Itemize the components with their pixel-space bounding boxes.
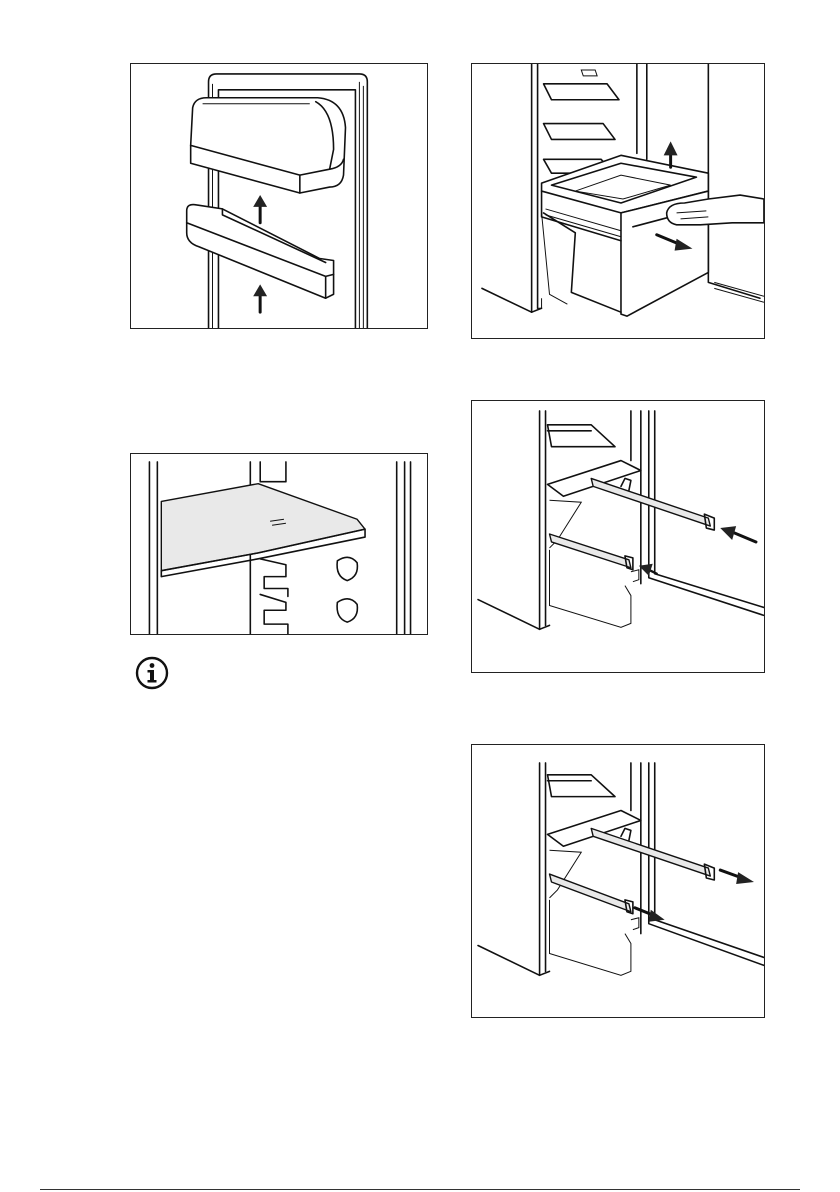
lower-rail — [550, 534, 631, 568]
footer-rule — [40, 1189, 800, 1190]
rails-pull-out-figure — [471, 744, 765, 1018]
up-arrow-icon — [253, 195, 267, 223]
cabinet-left-wall — [532, 64, 538, 312]
door-balcony-illustration — [131, 64, 427, 328]
cabinet-base — [478, 600, 549, 630]
shelf-positioning-figure — [130, 453, 428, 635]
upper-shelf — [548, 775, 616, 797]
up-arrow-icon — [664, 141, 678, 167]
drawer-removal-illustration — [472, 64, 764, 338]
upper-rail — [591, 478, 710, 526]
door-edge — [708, 64, 760, 298]
shelf-clip — [581, 70, 597, 76]
support-slot — [260, 594, 288, 634]
cabinet-left-wall — [540, 763, 546, 975]
cabinet-left-wall — [540, 411, 546, 629]
push-in-arrow-icon — [720, 526, 756, 542]
shelf-positioning-illustration — [131, 454, 427, 634]
pull-out-arrow-icon — [635, 908, 665, 922]
left-wall — [149, 462, 157, 634]
drawer-removal-figure — [471, 63, 765, 339]
door-balcony-figure — [130, 63, 428, 329]
rail-bracket — [631, 918, 639, 930]
support-slot — [260, 559, 288, 597]
drawer-rail — [546, 209, 621, 237]
info-icon — [135, 656, 169, 690]
upper-rail — [591, 828, 710, 876]
shelf-hook — [337, 557, 357, 580]
right-wall — [397, 462, 411, 634]
lower-bin — [542, 213, 568, 304]
door-gasket — [359, 82, 363, 328]
shelf-hook — [337, 599, 357, 622]
cabinet-base — [482, 288, 542, 312]
upper-shelf — [544, 84, 619, 100]
pull-out-arrow-icon — [720, 870, 754, 884]
cabinet-right-wall — [637, 64, 647, 159]
rail-bracket — [631, 570, 639, 582]
upper-balcony — [191, 98, 346, 193]
rails-pull-out-illustration — [472, 745, 764, 1017]
rails-push-in-figure — [471, 400, 765, 673]
upper-shelf — [548, 425, 616, 447]
lower-rail — [550, 874, 631, 912]
up-arrow-icon — [253, 284, 267, 312]
rails-push-in-illustration — [472, 401, 764, 672]
cabinet-base — [478, 946, 549, 976]
middle-shelf — [544, 124, 615, 140]
lower-compartment — [550, 900, 631, 975]
door-edge — [649, 411, 764, 615]
